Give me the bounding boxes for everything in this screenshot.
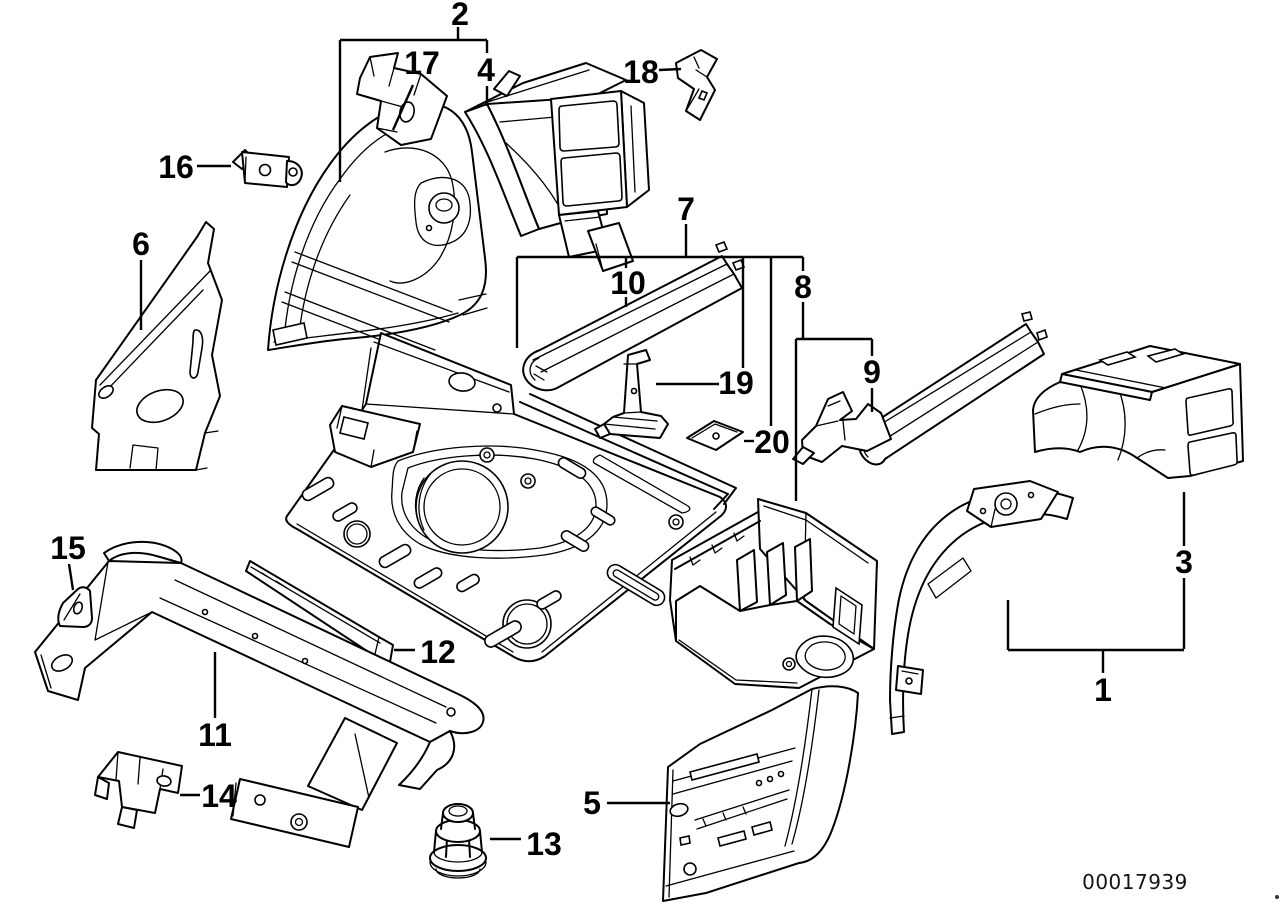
- part-bracket-16: [232, 149, 303, 188]
- part-wheel-arch-1: [889, 480, 1074, 735]
- part-plate-20: [686, 420, 744, 451]
- part-side-member-6: [91, 221, 223, 471]
- part-floor-pan: [285, 332, 737, 663]
- part-quarter-inner-panel: [464, 62, 650, 272]
- part-crossmember-11: [34, 540, 485, 848]
- callout-label-18: 18: [623, 54, 659, 90]
- callout-label-6: 6: [132, 226, 150, 262]
- callout-label-14: 14: [201, 778, 237, 814]
- callout-label-11: 11: [198, 717, 232, 753]
- image-number: 00017939: [1082, 870, 1188, 894]
- callout-leader-15: [67, 563, 75, 591]
- callout-label-9: 9: [863, 354, 881, 390]
- part-corner-bracket-18: [675, 49, 718, 121]
- part-side-panel-5: [662, 685, 859, 902]
- part-partition-3: [1032, 345, 1244, 479]
- part-wheelhouse: [267, 101, 488, 358]
- callout-leader-17: [391, 84, 415, 131]
- callout-label-13: 13: [526, 826, 562, 862]
- callout-label-15: 15: [50, 530, 86, 566]
- callout-label-3: 3: [1175, 544, 1193, 580]
- callout-leader-18: [658, 67, 682, 72]
- part-gusset-15: [57, 586, 93, 628]
- part-grommet-13: [429, 803, 487, 879]
- corner-dot: [1275, 895, 1279, 899]
- callout-label-20: 20: [754, 424, 790, 460]
- part-bracket-17: [356, 52, 448, 146]
- callout-label-17: 17: [404, 45, 440, 81]
- part-support-19: [594, 349, 669, 439]
- part-floor-extension-8: [669, 498, 878, 689]
- callout-label-4: 4: [477, 52, 495, 88]
- callout-label-19: 19: [718, 365, 754, 401]
- callout-label-12: 12: [420, 634, 456, 670]
- callout-label-7: 7: [677, 191, 695, 227]
- part-support-8: [792, 391, 892, 465]
- callout-label-2: 2: [451, 0, 469, 32]
- callout-label-8: 8: [794, 269, 812, 305]
- callout-label-1: 1: [1094, 672, 1112, 708]
- part-bracket-14: [94, 751, 183, 829]
- callout-label-16: 16: [158, 149, 194, 185]
- callout-label-5: 5: [583, 785, 601, 821]
- callout-label-10: 10: [610, 265, 646, 301]
